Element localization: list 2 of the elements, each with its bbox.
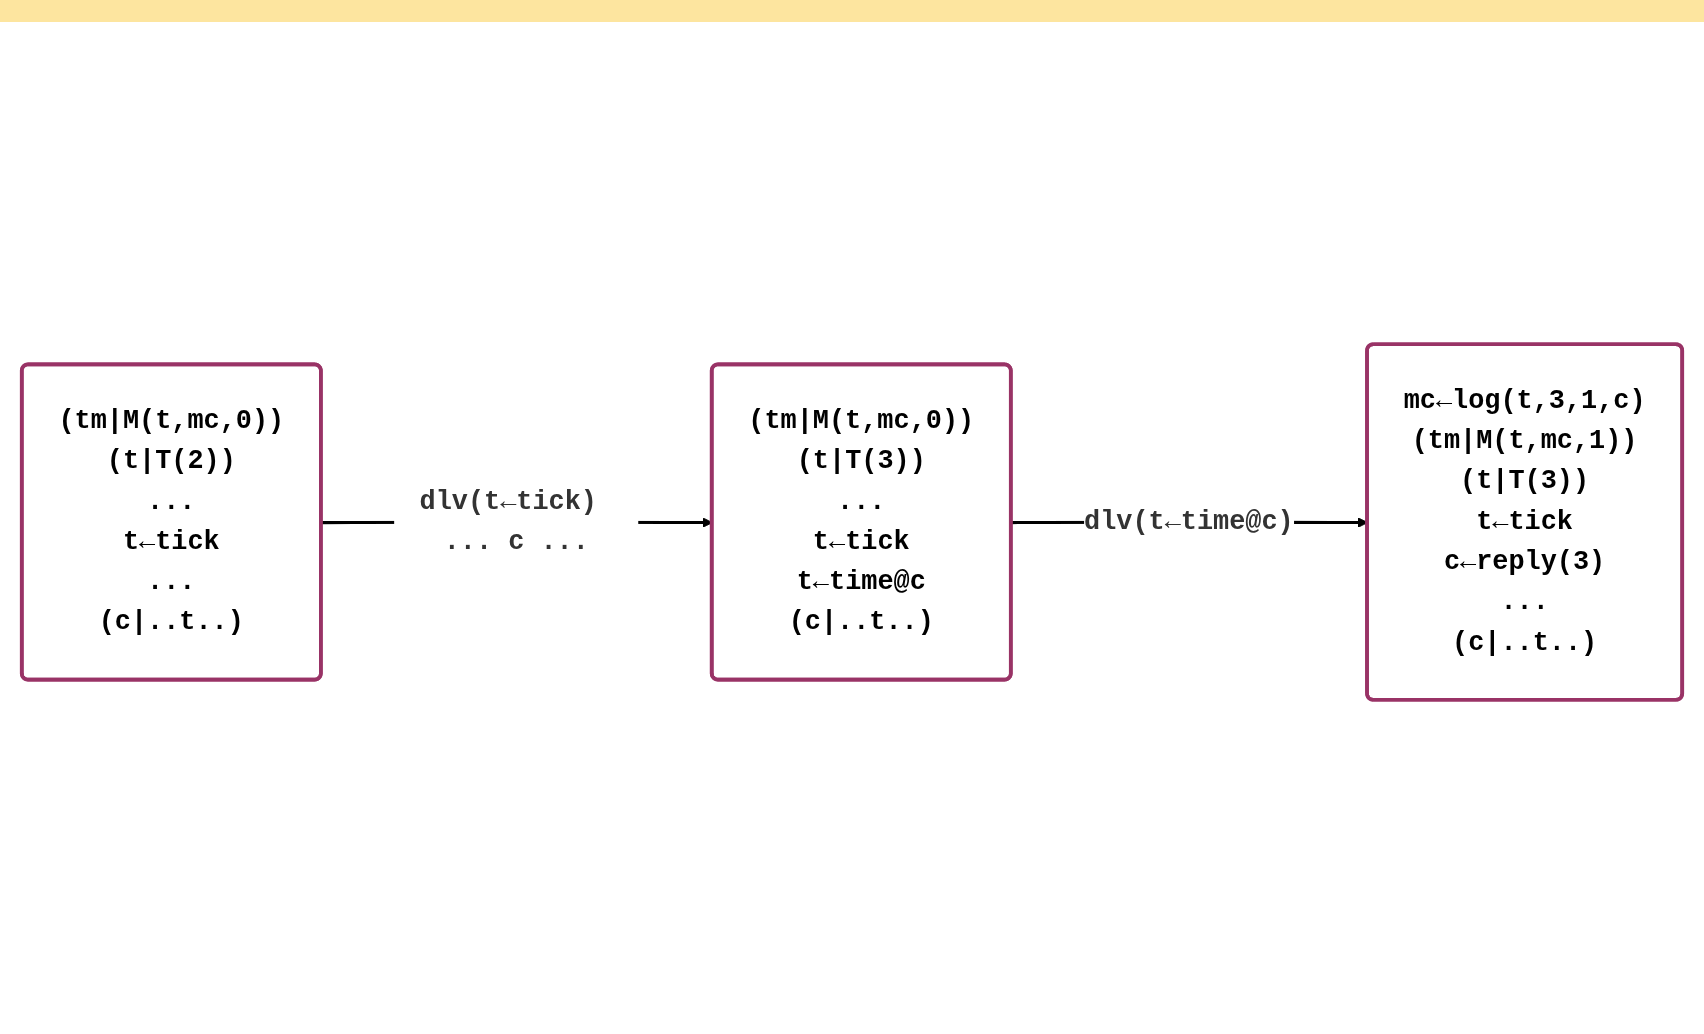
edge-label: dlv(t←tick) ... c ... <box>419 486 597 558</box>
edge-label: dlv(t←time@c) <box>1084 506 1294 538</box>
